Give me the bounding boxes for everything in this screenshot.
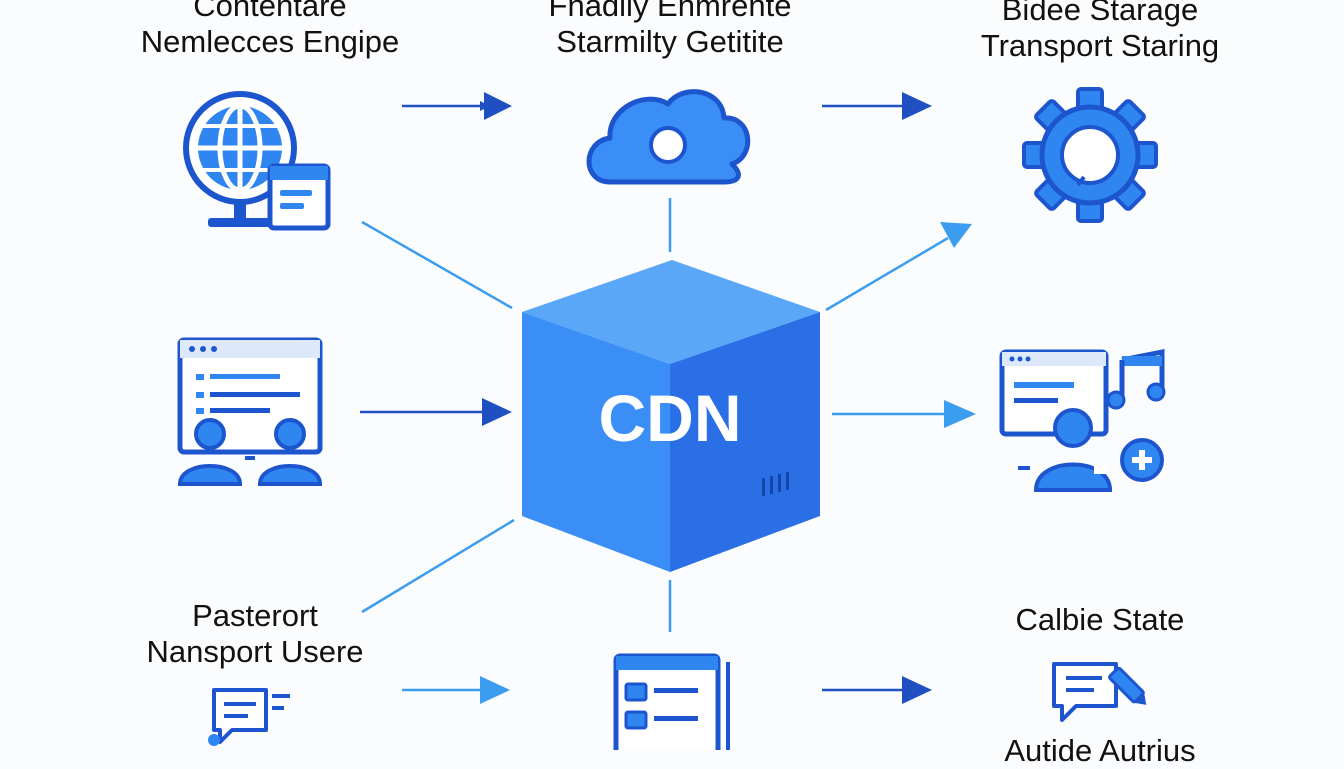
cdn-diagram: Contentare Nemlecces Engipe Fnadily Enmr…: [80, 0, 1280, 768]
line-to-bottom-left: [361, 518, 515, 614]
gear-icon: [1022, 87, 1158, 223]
globe-browser-icon: [183, 91, 331, 231]
arrowhead-mid-right: [944, 400, 976, 428]
label-passport-users: Pasterort Nansport Usere: [100, 598, 410, 670]
diagram-canvas: [177, 87, 1166, 750]
cube-vent-marks: [762, 472, 789, 496]
cube-side-face: [670, 312, 820, 572]
arrowhead-bottom-right: [902, 676, 932, 704]
label-enhanced-security-line2: Starmilty Getitite: [556, 24, 784, 59]
cube-front-face: [522, 312, 670, 572]
label-bottom-right-cut: Autide Autrius: [950, 733, 1250, 769]
media-user-icon: [999, 348, 1166, 492]
label-cache-state: Calbie State: [950, 602, 1250, 638]
label-content-engine: Contentare Nemlecces Engipe: [80, 0, 460, 60]
cube-top-face: [522, 260, 820, 364]
cloud-icon: [586, 89, 751, 185]
label-bottom-right-cut-text: Autide Autrius: [1004, 733, 1196, 768]
connectors: [360, 92, 976, 704]
label-storage-transport: Bidee Starage Transport Staring: [920, 0, 1280, 64]
arrowhead-to-top-right: [940, 222, 972, 248]
label-storage-transport-line1: Bidee Starage: [1001, 0, 1199, 27]
line-to-top-left: [361, 220, 513, 310]
arrowhead-top-left: [484, 92, 512, 120]
arrow-to-top-right: [825, 236, 949, 312]
browser-users-icon: [177, 337, 323, 486]
chat-bubble-icon: [208, 688, 290, 746]
cdn-center-label: CDN: [598, 381, 742, 455]
label-passport-users-line1: Pasterort: [192, 598, 318, 633]
label-enhanced-security-line1: Fnadily Enmrente: [548, 0, 792, 23]
arrowhead-top-right: [902, 92, 932, 120]
label-enhanced-security: Fnadily Enmrente Starmilty Getitite: [490, 0, 850, 60]
cdn-cube: [522, 260, 820, 572]
document-list-icon: [613, 653, 730, 750]
label-content-engine-line1: Contentare: [193, 0, 347, 23]
label-storage-transport-line2: Transport Staring: [980, 28, 1220, 63]
arrowhead-mid-left: [482, 398, 512, 426]
label-content-engine-line2: Nemlecces Engipe: [140, 24, 400, 59]
arrowhead-bottom-left: [480, 676, 510, 704]
label-cache-state-line1: Calbie State: [1015, 602, 1185, 637]
comment-edit-icon: [1052, 662, 1147, 722]
label-passport-users-line2: Nansport Usere: [146, 634, 364, 669]
